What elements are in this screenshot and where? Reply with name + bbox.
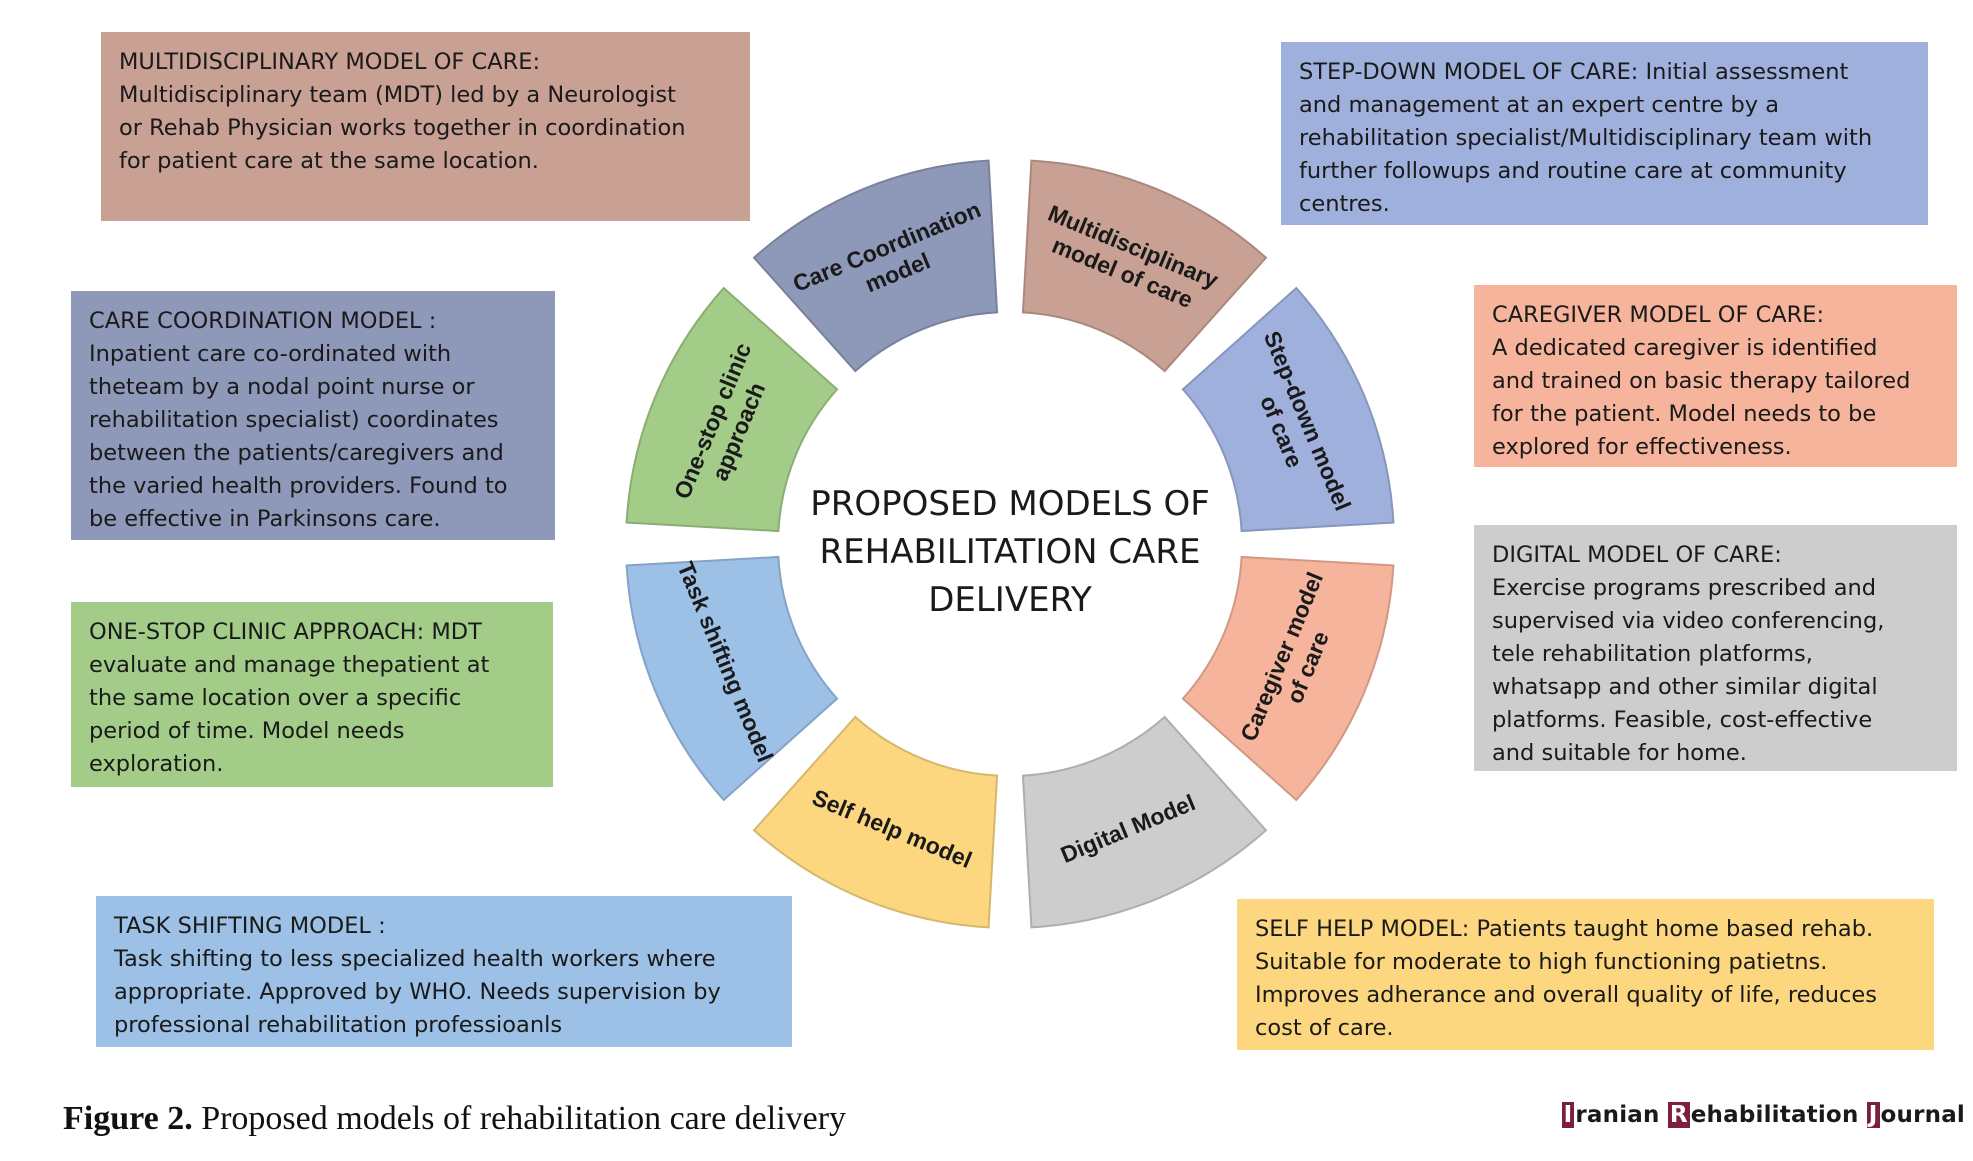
box-text-line: exploration. bbox=[89, 751, 224, 777]
box-text-line: be effective in Parkinsons care. bbox=[89, 506, 441, 532]
caregiver-description-box: CAREGIVER MODEL OF CARE: A dedicated car… bbox=[1474, 285, 1957, 467]
box-text-line: A dedicated caregiver is identified bbox=[1492, 335, 1878, 361]
box-text-line: for patient care at the same location. bbox=[119, 148, 539, 174]
center-title-line: DELIVERY bbox=[928, 580, 1092, 620]
journal-logo-letter: R bbox=[1667, 1102, 1690, 1128]
box-text-line: platforms. Feasible, cost-effective bbox=[1492, 707, 1873, 733]
box-text-line: or Rehab Physician works together in coo… bbox=[119, 115, 686, 141]
digital-description-box: DIGITAL MODEL OF CARE: Exercise programs… bbox=[1474, 525, 1957, 771]
box-text-line: Multidisciplinary team (MDT) led by a Ne… bbox=[119, 82, 676, 108]
box-text-line: period of time. Model needs bbox=[89, 718, 405, 744]
box-text-line: Suitable for moderate to high functionin… bbox=[1255, 949, 1828, 975]
box-text-line: appropriate. Approved by WHO. Needs supe… bbox=[114, 979, 721, 1005]
carecoordination-description-box: CARE COORDINATION MODEL : Inpatient care… bbox=[71, 291, 555, 540]
box-text-line: Exercise programs prescribed and bbox=[1492, 575, 1877, 601]
multidisciplinary-description-box: MULTIDISCIPLINARY MODEL OF CARE: Multidi… bbox=[101, 32, 750, 221]
journal-logo-word: ehabilitation bbox=[1690, 1102, 1867, 1128]
box-text-line: STEP-DOWN MODEL OF CARE: Initial assessm… bbox=[1299, 59, 1849, 85]
ring-segment-selfhelp bbox=[752, 715, 999, 929]
box-text-line: further followups and routine care at co… bbox=[1299, 158, 1847, 184]
box-text-line: ONE-STOP CLINIC APPROACH: MDT bbox=[89, 619, 482, 645]
box-text-line: Inpatient care co-ordinated with bbox=[89, 341, 452, 367]
box-title: MULTIDISCIPLINARY MODEL OF CARE: bbox=[119, 49, 541, 75]
ring-segment-digital bbox=[1021, 715, 1268, 929]
box-text-line: rehabilitation specialist) coordinates bbox=[89, 407, 499, 433]
onestop-description-box: ONE-STOP CLINIC APPROACH: MDT evaluate an… bbox=[71, 602, 553, 787]
box-text-line: and management at an expert centre by a bbox=[1299, 92, 1780, 118]
center-title-line: PROPOSED MODELS OF bbox=[810, 484, 1210, 524]
box-text-line: tele rehabilitation platforms, bbox=[1492, 641, 1813, 667]
box-title: DIGITAL MODEL OF CARE: bbox=[1492, 542, 1782, 568]
figure-caption-text: Proposed models of rehabilitation care d… bbox=[201, 1100, 847, 1137]
box-text-line: Improves adherance and overall quality o… bbox=[1255, 982, 1877, 1008]
ring-segment-taskshifting bbox=[625, 555, 839, 802]
box-text-line: SELF HELP MODEL: Patients taught home ba… bbox=[1255, 916, 1874, 942]
ring-segment-stepdown bbox=[1181, 286, 1395, 533]
ring-segment-carecoord bbox=[752, 159, 999, 373]
box-text-line: centres. bbox=[1299, 191, 1390, 217]
ring-segment-caregiver bbox=[1181, 555, 1395, 802]
box-text-line: Task shifting to less specialized health… bbox=[114, 946, 716, 972]
box-text-line: supervised via video conferencing, bbox=[1492, 608, 1885, 634]
box-text-line: and suitable for home. bbox=[1492, 740, 1747, 766]
selfhelp-description-box: SELF HELP MODEL: Patients taught home ba… bbox=[1237, 899, 1934, 1050]
box-title: CARE COORDINATION MODEL : bbox=[89, 308, 437, 334]
box-text-line: whatsapp and other similar digital bbox=[1492, 674, 1878, 700]
journal-logo-word: ournal bbox=[1880, 1102, 1965, 1128]
figure-label: Figure 2. bbox=[63, 1100, 193, 1137]
box-text-line: between the patients/caregivers and bbox=[89, 440, 504, 466]
center-title: PROPOSED MODELS OF REHABILITATION CARE D… bbox=[790, 480, 1230, 624]
box-text-line: for the patient. Model needs to be bbox=[1492, 401, 1877, 427]
box-text-line: professional rehabilitation professioanl… bbox=[114, 1012, 563, 1038]
journal-logo-letter: J bbox=[1866, 1102, 1880, 1128]
figure-caption: Figure 2. Proposed models of rehabilitat… bbox=[63, 1100, 846, 1138]
box-text-line: evaluate and manage thepatient at bbox=[89, 652, 490, 678]
journal-logo-word: ranian bbox=[1575, 1102, 1668, 1128]
box-text-line: the varied health providers. Found to bbox=[89, 473, 508, 499]
ring-segment-onestop bbox=[625, 286, 839, 533]
box-title: CAREGIVER MODEL OF CARE: bbox=[1492, 302, 1825, 328]
box-text-line: rehabilitation specialist/Multidisciplin… bbox=[1299, 125, 1873, 151]
stepdown-description-box: STEP-DOWN MODEL OF CARE: Initial assessm… bbox=[1281, 42, 1928, 225]
box-text-line: and trained on basic therapy tailored bbox=[1492, 368, 1911, 394]
center-title-line: REHABILITATION CARE bbox=[819, 532, 1201, 572]
box-text-line: the same location over a specific bbox=[89, 685, 462, 711]
box-title: TASK SHIFTING MODEL : bbox=[114, 913, 386, 939]
box-text-line: theteam by a nodal point nurse or bbox=[89, 374, 475, 400]
box-text-line: cost of care. bbox=[1255, 1015, 1394, 1041]
box-text-line: explored for effectiveness. bbox=[1492, 434, 1792, 460]
journal-logo-letter: I bbox=[1561, 1102, 1575, 1128]
ring-segment-multidisciplinary bbox=[1021, 159, 1268, 373]
taskshifting-description-box: TASK SHIFTING MODEL : Task shifting to l… bbox=[96, 896, 792, 1047]
